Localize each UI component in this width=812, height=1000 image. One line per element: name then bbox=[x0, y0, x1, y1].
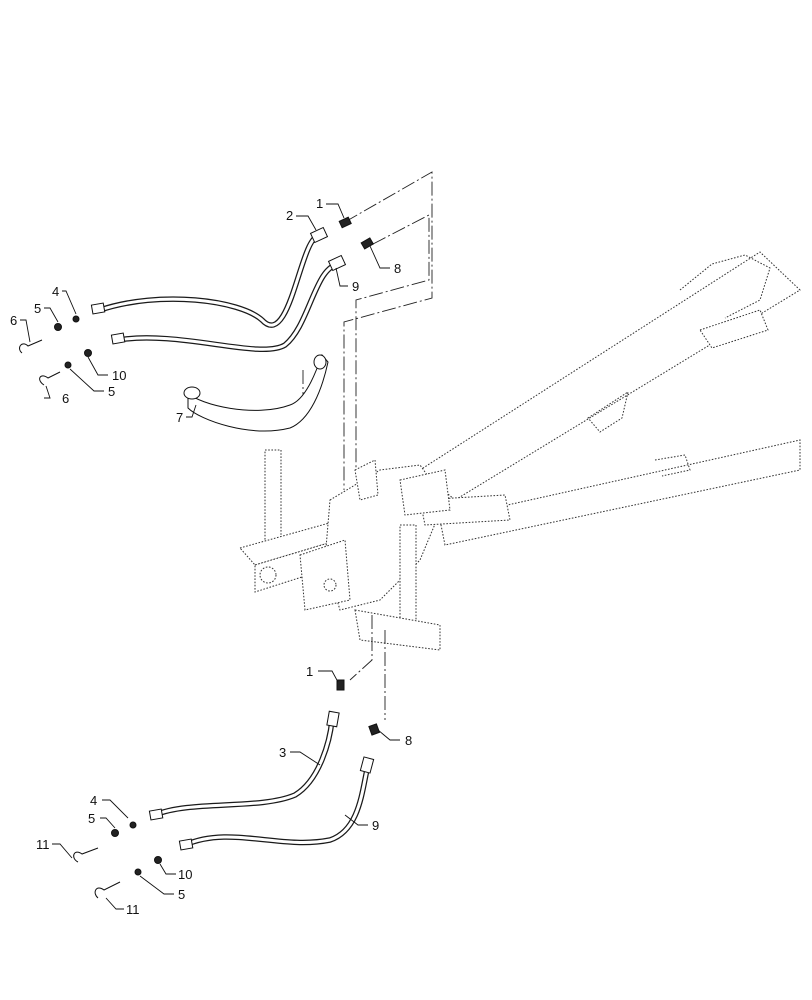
upper-fittings bbox=[54, 216, 375, 369]
callout-10-bottom: 10 bbox=[178, 867, 192, 882]
lower-hose-3 bbox=[152, 717, 335, 818]
callout-8-top: 8 bbox=[394, 261, 401, 276]
callout-8-bottom: 8 bbox=[405, 733, 412, 748]
callout-9-bottom: 9 bbox=[372, 818, 379, 833]
callout-1-bottom: 1 bbox=[306, 664, 313, 679]
callout-6-top-a: 6 bbox=[10, 313, 17, 328]
callout-3: 3 bbox=[279, 745, 286, 760]
callout-10-top: 10 bbox=[112, 368, 126, 383]
callout-5-bottom-b: 5 bbox=[178, 887, 185, 902]
leader-lines bbox=[20, 203, 400, 910]
callout-4-bottom: 4 bbox=[90, 793, 97, 808]
upper-clip-pins bbox=[19, 339, 61, 386]
callout-5-top-a: 5 bbox=[34, 301, 41, 316]
callout-4-top: 4 bbox=[52, 284, 59, 299]
callout-5-bottom-a: 5 bbox=[88, 811, 95, 826]
lower-hose-9 bbox=[182, 762, 371, 848]
callout-11-b: 11 bbox=[126, 902, 140, 917]
boom-arm bbox=[419, 251, 801, 546]
callout-labels: 1 2 8 9 4 5 6 10 5 6 7 1 8 3 9 4 5 11 10… bbox=[10, 196, 412, 917]
upper-hose-2 bbox=[97, 233, 321, 328]
callout-2: 2 bbox=[286, 208, 293, 223]
lower-fittings bbox=[111, 679, 381, 876]
callout-7: 7 bbox=[176, 410, 183, 425]
hose-sleeve-7 bbox=[183, 354, 329, 432]
callout-1-top: 1 bbox=[316, 196, 323, 211]
lower-clip-pins bbox=[73, 847, 121, 899]
callout-11-a: 11 bbox=[36, 837, 50, 852]
hitch-assembly bbox=[239, 449, 511, 651]
upper-hose-9 bbox=[115, 261, 343, 353]
callout-6-top-b: 6 bbox=[62, 391, 69, 406]
callout-5-top-b: 5 bbox=[108, 384, 115, 399]
callout-9-top: 9 bbox=[352, 279, 359, 294]
